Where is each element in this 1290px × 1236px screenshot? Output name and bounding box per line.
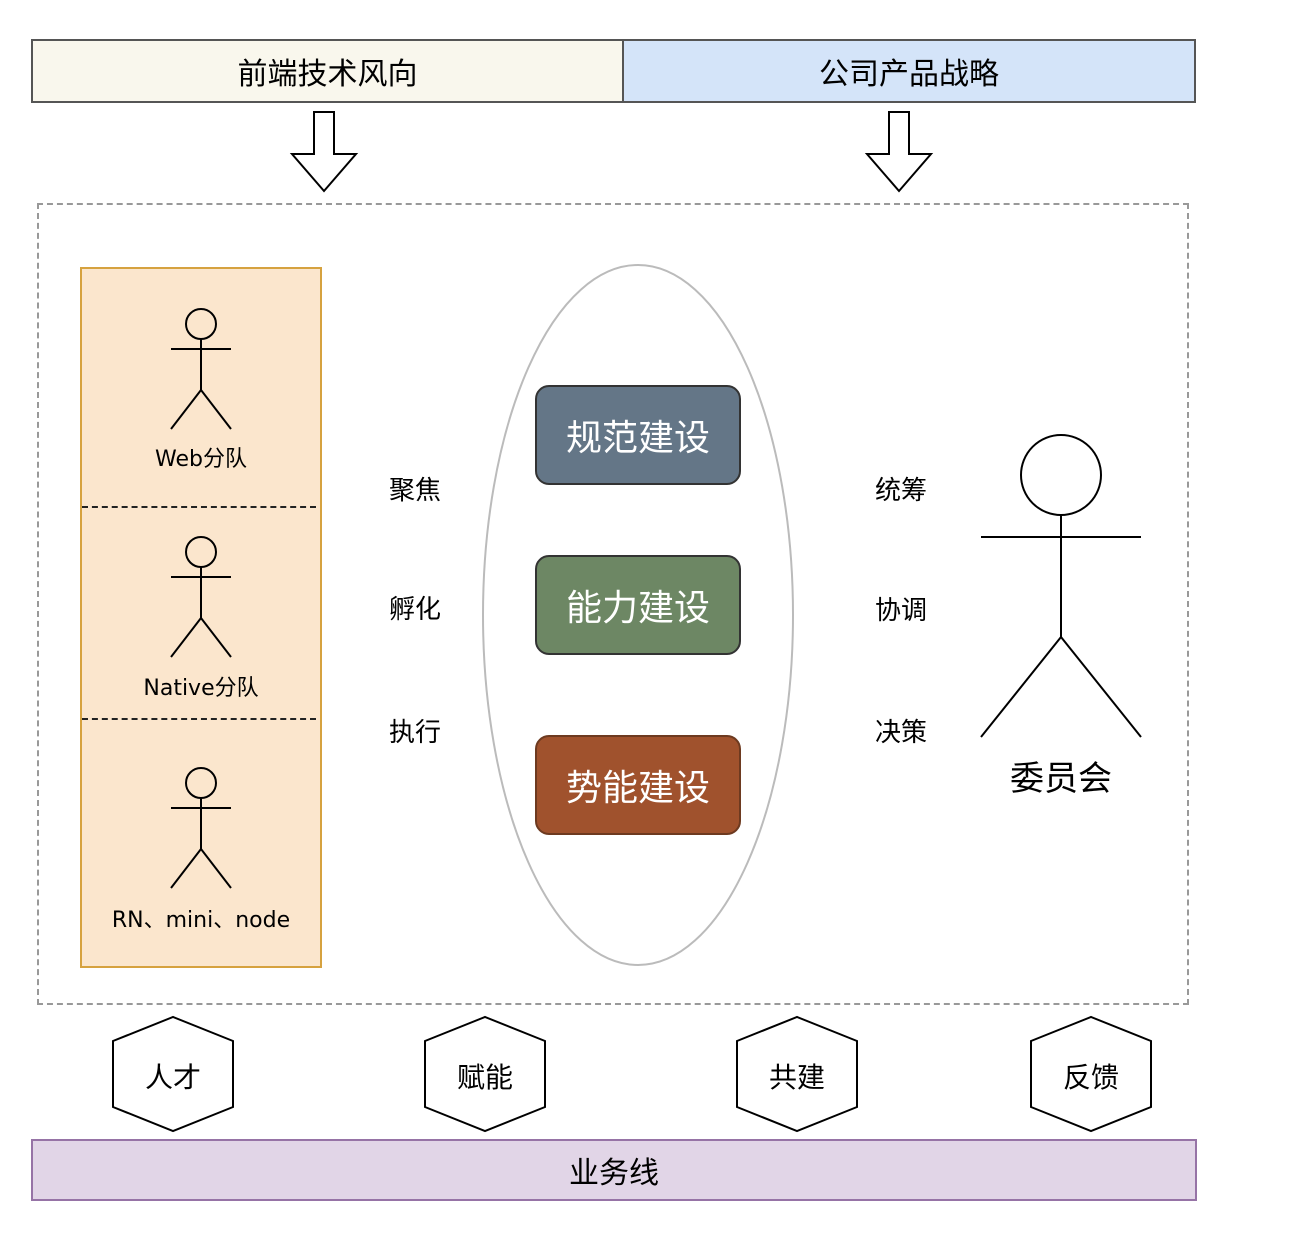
left-action-incubate: 孵化 [388,595,442,625]
block-capability: 能力建设 [535,555,741,655]
team-label-native: Native分队 [143,676,259,701]
hexagon-talent-label: 人才 [144,1061,202,1094]
hexagon-cobuild-label: 共建 [768,1061,826,1094]
header-left-box: 前端技术风向 [31,39,624,103]
native-team-figure-icon [170,536,232,658]
header-right-label: 公司产品战略 [819,57,999,92]
hexagon-empower [424,1015,546,1133]
hexagon-feedback [1030,1015,1152,1133]
block-standards-label: 规范建设 [565,418,710,459]
down-arrow-right-icon [864,111,934,193]
hexagon-cobuild [736,1015,858,1133]
right-action-decide: 决策 [874,718,928,748]
left-action-focus: 聚焦 [388,476,442,506]
business-line-label: 业务线 [569,1156,659,1191]
right-action-harmonize: 协调 [874,596,928,626]
hexagon-talent [112,1015,234,1133]
web-team-figure-icon [170,308,232,430]
rn-team-figure-icon [170,767,232,889]
header-left-label: 前端技术风向 [237,57,418,92]
business-line-bar: 业务线 [31,1139,1197,1201]
right-action-coordinate: 统筹 [874,476,928,506]
hexagon-feedback-label: 反馈 [1062,1061,1120,1094]
left-action-execute: 执行 [388,718,442,748]
block-momentum-label: 势能建设 [565,768,710,809]
header-right-box: 公司产品战略 [622,39,1196,103]
committee-figure-icon [980,434,1142,738]
team-separator [82,506,316,508]
hexagon-empower-label: 赋能 [456,1061,514,1094]
team-separator [82,718,316,720]
block-capability-label: 能力建设 [565,588,710,629]
committee-label: 委员会 [1010,759,1112,799]
block-standards: 规范建设 [535,385,741,485]
main-container [37,203,1189,1005]
team-label-rn: RN、mini、node [111,908,291,933]
team-label-web: Web分队 [155,447,247,472]
down-arrow-left-icon [289,111,359,193]
block-momentum: 势能建设 [535,735,741,835]
